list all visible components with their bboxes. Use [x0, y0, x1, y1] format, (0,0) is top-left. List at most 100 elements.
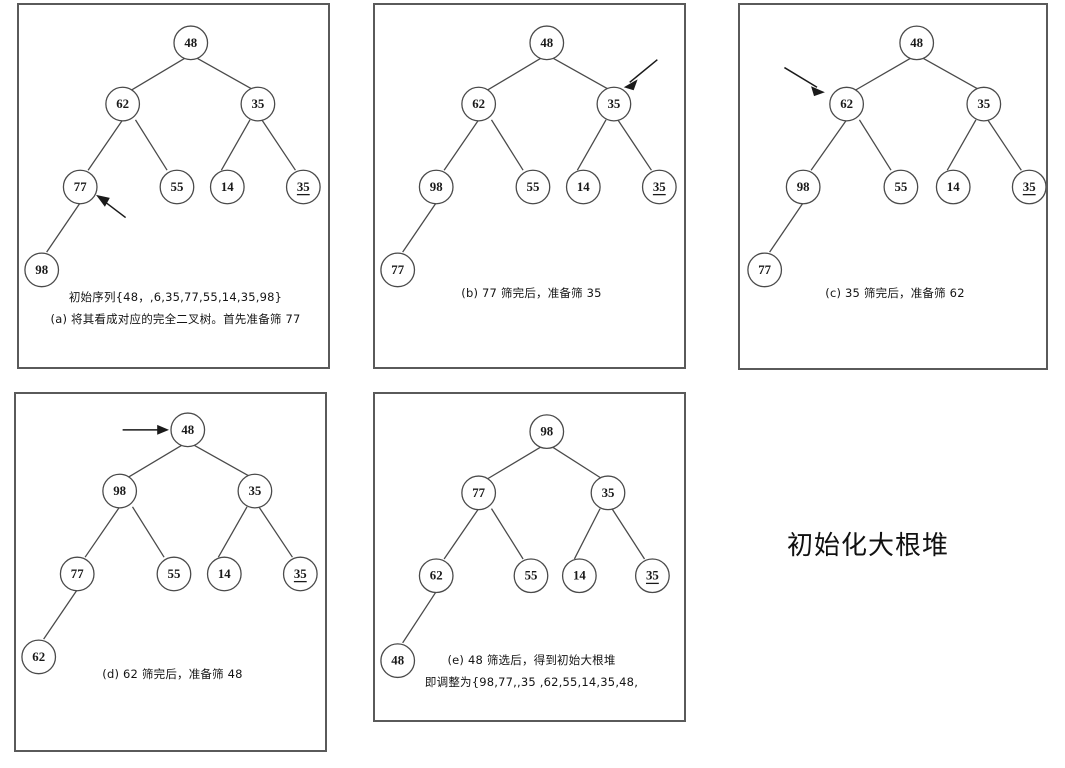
panel-a-caption-line2: (a) 将其看成对应的完全二叉树。首先准备筛 77	[50, 312, 301, 326]
tree-node-label: 77	[758, 263, 771, 277]
tree-node-label-underlined: 35	[294, 567, 307, 581]
tree-node-label: 62	[430, 569, 443, 583]
tree-node-circle	[170, 412, 206, 448]
pointer-arrow-icon	[122, 424, 170, 435]
tree-node-label: 62	[116, 97, 129, 111]
tree-node-circle	[102, 473, 138, 509]
tree-node-label: 62	[840, 97, 853, 111]
figure-side-title: 初始化大根堆	[787, 531, 950, 561]
tree-node-circle	[513, 558, 549, 594]
tree-diagram-b: 48 62 35 98 55 14 35 77	[380, 25, 677, 288]
tree-node-circle	[105, 86, 141, 122]
tree-node-circle	[641, 169, 677, 205]
tree-node-circle	[380, 252, 416, 288]
tree-node-circle	[461, 475, 497, 511]
tree-node-circle	[159, 169, 195, 205]
pointer-arrow-icon	[623, 59, 658, 91]
tree-node-label: 14	[573, 569, 586, 583]
tree-node-circle	[206, 556, 242, 592]
tree-node-circle	[561, 558, 597, 594]
tree-node-label: 35	[602, 486, 615, 500]
tree-node-circle	[418, 169, 454, 205]
panel-c: 48 62 35 98 55 14 35 77 (c) 35 筛完后，准备筛 6…	[738, 3, 1048, 370]
tree-node-label-underlined: 35	[1023, 180, 1036, 194]
tree-node-label: 48	[391, 654, 404, 668]
panel-a: 48 62 35 77 55 14 35 98 初始序列{48，,6,35,77…	[17, 3, 330, 369]
tree-node-circle	[237, 473, 273, 509]
panel-e-caption-line1: (e) 48 筛选后，得到初始大根堆	[447, 653, 616, 667]
tree-node-label: 35	[977, 97, 990, 111]
tree-node-label: 55	[525, 569, 538, 583]
pointer-arrow-icon	[784, 66, 825, 97]
tree-node-circle	[515, 169, 551, 205]
tree-node-label: 48	[540, 36, 553, 50]
tree-diagram-e: 98 77 35 62 55 14 35 48	[380, 414, 670, 679]
tree-node-label: 77	[71, 567, 84, 581]
panel-e: 98 77 35 62 55 14 35 48 (e) 48 筛选后，得到初始大…	[373, 392, 686, 722]
tree-node-label: 14	[221, 180, 234, 194]
tree-node-circle	[529, 414, 565, 450]
tree-node-circle	[418, 558, 454, 594]
tree-node-label: 62	[32, 650, 45, 664]
tree-node-label: 98	[797, 180, 810, 194]
tree-node-label: 35	[248, 484, 261, 498]
tree-node-circle	[966, 86, 1002, 122]
tree-node-label-underlined: 35	[646, 569, 659, 583]
tree-node-circle	[282, 556, 318, 592]
tree-node-circle	[596, 86, 632, 122]
tree-node-circle	[785, 169, 821, 205]
tree-node-label-underlined: 35	[653, 180, 666, 194]
tree-node-circle	[634, 558, 670, 594]
tree-node-circle	[883, 169, 919, 205]
panel-b: 48 62 35 98 55 14 35 77 (b) 77 筛完后，准备筛 3…	[373, 3, 686, 369]
tree-node-circle	[565, 169, 601, 205]
tree-node-label: 98	[540, 425, 553, 439]
tree-node-label: 48	[181, 423, 194, 437]
panel-b-caption: (b) 77 筛完后，准备筛 35	[461, 286, 602, 300]
tree-node-label: 35	[607, 97, 620, 111]
tree-node-label: 55	[894, 180, 907, 194]
panel-c-caption: (c) 35 筛完后，准备筛 62	[825, 286, 965, 300]
tree-node-circle	[59, 556, 95, 592]
pointer-arrow-icon	[96, 194, 127, 219]
panel-a-caption-line1: 初始序列{48，,6,35,77,55,14,35,98}	[68, 290, 283, 304]
tree-node-label-underlined: 35	[297, 180, 310, 194]
tree-node-label: 98	[113, 484, 126, 498]
tree-node-label: 55	[527, 180, 540, 194]
tree-node-label: 14	[218, 567, 231, 581]
tree-node-label: 62	[472, 97, 485, 111]
panel-d-caption: (d) 62 筛完后，准备筛 48	[102, 667, 243, 681]
tree-node-circle	[173, 25, 209, 61]
tree-node-circle	[285, 169, 321, 205]
tree-node-circle	[21, 639, 57, 675]
tree-node-label: 55	[171, 180, 184, 194]
tree-node-label: 48	[910, 36, 923, 50]
tree-node-circle	[899, 25, 935, 61]
tree-node-circle	[209, 169, 245, 205]
tree-node-circle	[24, 252, 60, 288]
tree-node-label: 77	[74, 180, 87, 194]
tree-diagram-d: 48 98 35 77 55 14 35 62	[21, 412, 318, 675]
tree-node-label: 77	[391, 263, 404, 277]
tree-node-label: 14	[577, 180, 590, 194]
tree-node-circle	[935, 169, 971, 205]
tree-node-circle	[529, 25, 565, 61]
panel-e-caption-line2: 即调整为{98,77,,35 ,62,55,14,35,48,	[375, 674, 688, 690]
tree-node-circle	[62, 169, 98, 205]
panel-e-caption-line2-text: 即调整为{98,77,,35 ,62,55,14,35,48,	[424, 675, 639, 689]
tree-node-circle	[156, 556, 192, 592]
tree-diagram-a: 48 62 35 77 55 14 35 98	[24, 25, 321, 288]
tree-node-circle	[380, 643, 416, 679]
tree-node-label: 14	[947, 180, 960, 194]
tree-diagram-c: 48 62 35 98 55 14 35 77	[747, 25, 1046, 288]
tree-node-label: 48	[184, 36, 197, 50]
tree-node-label: 98	[430, 180, 443, 194]
tree-node-circle	[747, 252, 783, 288]
tree-node-circle	[590, 475, 626, 511]
tree-node-circle	[461, 86, 497, 122]
panel-d: 48 98 35 77 55 14 35 62 (d) 62 筛完后，准备筛 4…	[14, 392, 327, 752]
tree-node-label: 55	[168, 567, 181, 581]
tree-node-label: 35	[251, 97, 264, 111]
tree-node-label: 98	[35, 263, 48, 277]
tree-node-circle	[1011, 169, 1046, 205]
